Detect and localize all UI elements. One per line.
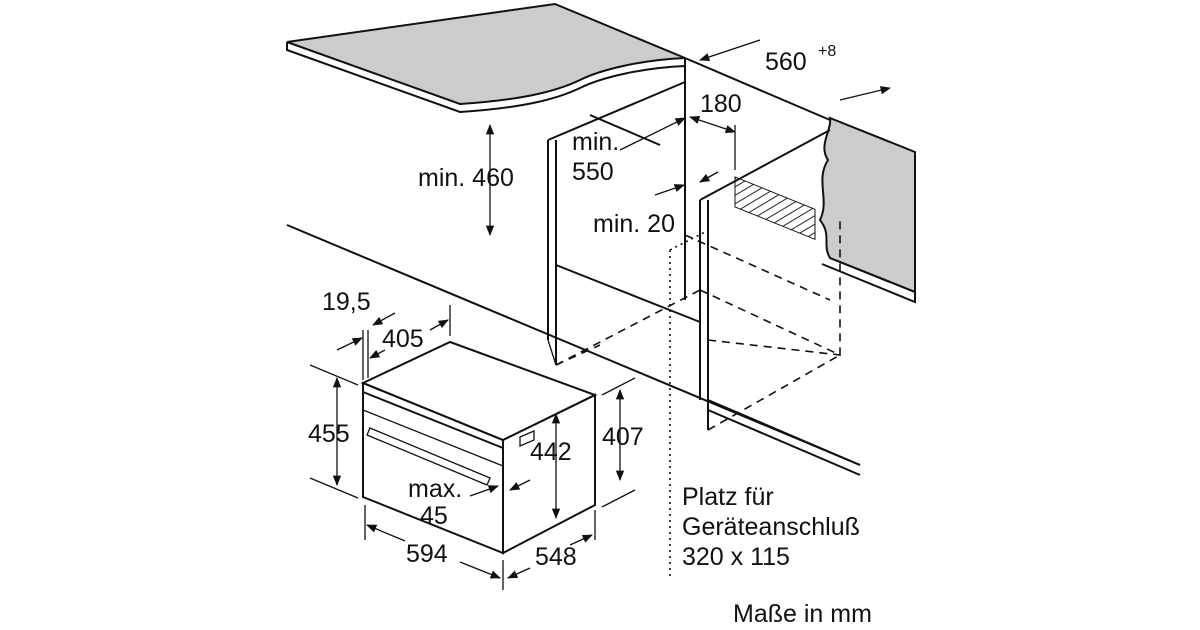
oven	[360, 340, 598, 555]
label-19-5: 19,5	[322, 288, 371, 316]
label-455: 455	[308, 420, 350, 448]
label-405: 405	[382, 325, 424, 353]
label-max-45-b: 45	[420, 502, 448, 530]
label-min-20: min. 20	[593, 210, 675, 238]
right-countertop	[818, 116, 916, 304]
label-min-550-a: min.	[572, 128, 619, 156]
label-min-460: min. 460	[418, 164, 514, 192]
label-min-550-b: 550	[572, 158, 614, 186]
label-units: Maße in mm	[733, 600, 872, 628]
cabinet-lines	[286, 57, 861, 476]
label-width-niche: 560	[765, 48, 807, 76]
label-connection-2: Geräteanschluß	[682, 513, 860, 541]
label-442: 442	[530, 438, 572, 466]
label-connection-1: Platz für	[682, 483, 774, 511]
label-180: 180	[700, 90, 742, 118]
left-countertop	[286, 2, 686, 114]
dimension-lines	[309, 39, 892, 590]
label-407: 407	[602, 423, 644, 451]
label-connection-3: 320 x 115	[682, 543, 790, 571]
label-548: 548	[535, 543, 577, 571]
label-max-45-a: max.	[408, 475, 462, 503]
label-width-tolerance: +8	[818, 43, 836, 60]
label-594: 594	[406, 540, 448, 568]
niche-dashed	[555, 176, 841, 580]
